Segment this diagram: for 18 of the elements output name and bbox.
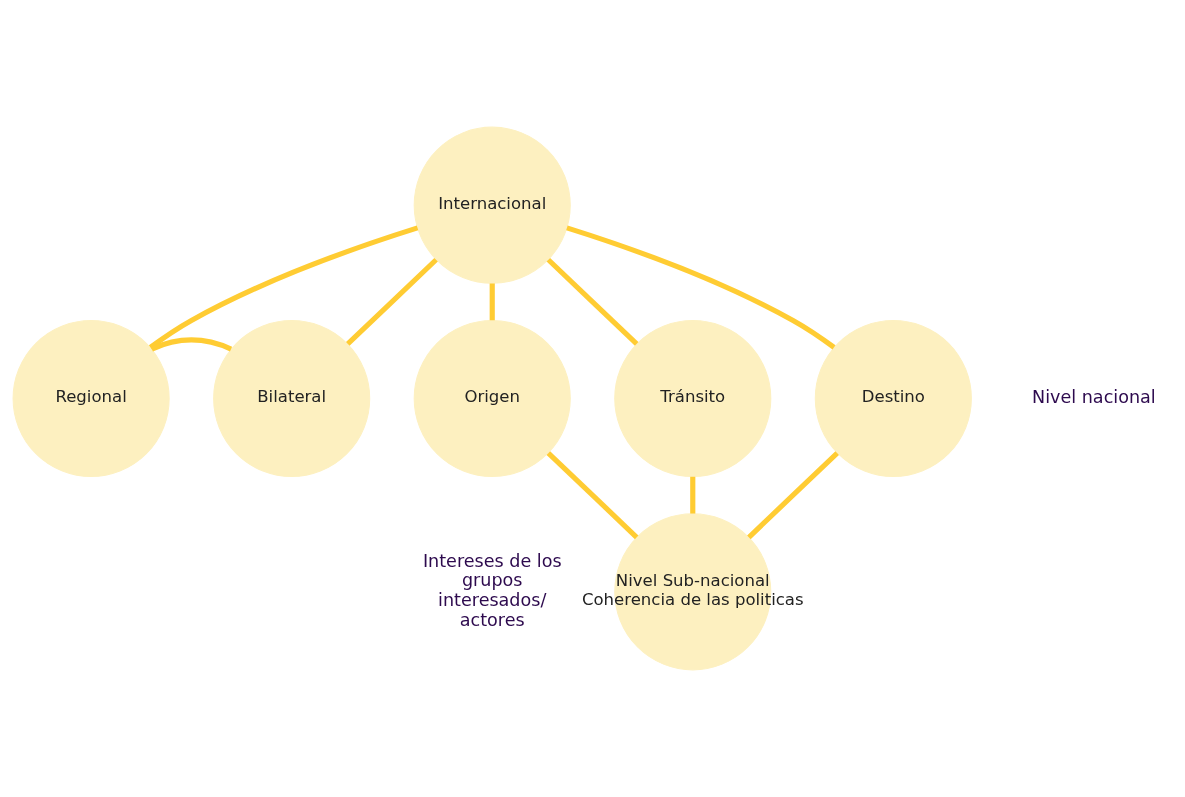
label: Intereses de los grupos interesados/ actores [422, 550, 562, 630]
node-label: Coherencia de las politicas [581, 590, 804, 610]
connector [150, 337, 233, 352]
node-circle: Regional [12, 319, 170, 478]
connector [690, 476, 696, 514]
connector [546, 451, 639, 540]
node-circle: Tránsito [614, 319, 772, 478]
connector [566, 225, 836, 350]
connector [747, 451, 839, 540]
connector [148, 225, 419, 350]
connector [489, 283, 495, 321]
node-circle: Bilateral [213, 319, 371, 478]
connector [346, 257, 438, 346]
connector [546, 257, 639, 346]
node-circle: Destino [814, 319, 972, 478]
node-circle: Internacional [413, 126, 571, 284]
label: Nivel nacional [1032, 386, 1156, 407]
node-circle: Origen [413, 319, 571, 478]
